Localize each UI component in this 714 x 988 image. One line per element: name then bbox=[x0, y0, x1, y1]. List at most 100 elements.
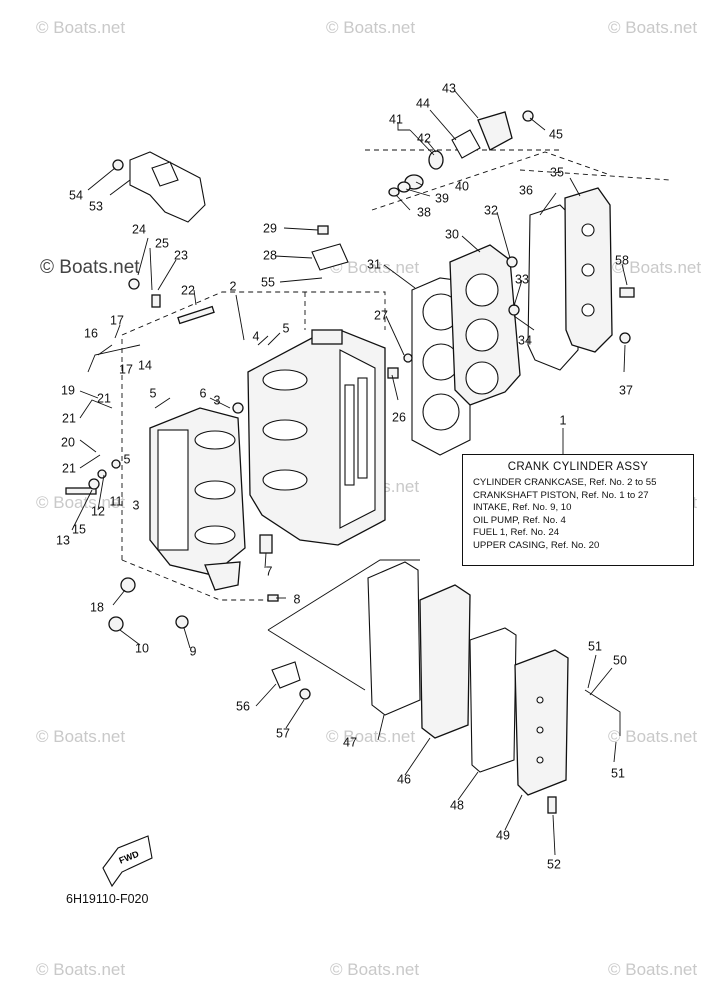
callout-37: 37 bbox=[619, 383, 633, 397]
callout-9: 9 bbox=[190, 644, 197, 658]
callout-33: 33 bbox=[515, 272, 529, 286]
callout-23: 23 bbox=[174, 248, 188, 262]
fasteners bbox=[65, 225, 557, 814]
part-24 bbox=[128, 278, 140, 290]
callout-45: 45 bbox=[549, 127, 563, 141]
part-12 bbox=[97, 469, 107, 479]
bolt-52 bbox=[547, 796, 557, 814]
callout-49: 49 bbox=[496, 828, 510, 842]
watermark: © Boats.net bbox=[36, 727, 125, 746]
bolt-57 bbox=[299, 688, 311, 700]
bearing-journal bbox=[262, 469, 308, 491]
watermark: © Boats.net bbox=[40, 257, 140, 278]
callout-27: 27 bbox=[374, 308, 388, 322]
cover-hole bbox=[581, 303, 595, 317]
callout-57: 57 bbox=[276, 726, 290, 740]
hose-16 bbox=[87, 344, 141, 373]
callout-5: 5 bbox=[150, 386, 157, 400]
leader-lines bbox=[71, 89, 628, 856]
callout-28: 28 bbox=[263, 248, 277, 262]
thermostat-cover-43 bbox=[477, 111, 513, 151]
assembly-legend-box: CRANK CYLINDER ASSY CYLINDER CRANKCASE, … bbox=[462, 454, 694, 566]
callout-8: 8 bbox=[294, 592, 301, 606]
cover-plate-assembly bbox=[112, 151, 206, 223]
assembly-row: INTAKE, Ref. No. 9, 10 bbox=[473, 502, 572, 514]
part-11 bbox=[111, 459, 121, 469]
bolt-13 bbox=[65, 487, 97, 495]
thermostat-42 bbox=[428, 150, 444, 170]
crank-journal bbox=[194, 525, 236, 545]
callout-24: 24 bbox=[132, 222, 146, 236]
callout-17: 17 bbox=[110, 313, 124, 327]
cover-plate bbox=[129, 151, 206, 223]
callout-3: 3 bbox=[214, 393, 221, 407]
exhaust-outer-cover-49 bbox=[514, 649, 569, 796]
callout-54: 54 bbox=[69, 188, 83, 202]
part-6 bbox=[232, 402, 244, 414]
callout-16: 16 bbox=[84, 326, 98, 340]
callout-20: 20 bbox=[61, 435, 75, 449]
callout-47: 47 bbox=[343, 735, 357, 749]
callout-18: 18 bbox=[90, 600, 104, 614]
callout-19: 19 bbox=[61, 383, 75, 397]
fwd-arrow-shape bbox=[102, 835, 153, 888]
bolt-37 bbox=[619, 332, 631, 344]
pin-22 bbox=[177, 305, 215, 325]
callout-38: 38 bbox=[417, 205, 431, 219]
callout-13: 13 bbox=[56, 533, 70, 547]
callout-6: 6 bbox=[200, 386, 207, 400]
callout-55: 55 bbox=[261, 275, 275, 289]
callout-26: 26 bbox=[392, 410, 406, 424]
callout-52: 52 bbox=[547, 857, 561, 871]
seal-38 bbox=[388, 187, 400, 197]
bracket-56 bbox=[271, 661, 301, 689]
callout-5: 5 bbox=[124, 452, 131, 466]
bolt-9 bbox=[175, 615, 189, 629]
callout-22: 22 bbox=[181, 283, 195, 297]
crank-journal bbox=[194, 480, 236, 500]
callout-51: 51 bbox=[588, 639, 602, 653]
cylinder-head-assembly bbox=[411, 187, 635, 456]
bracket-19 bbox=[79, 399, 113, 419]
washer-15 bbox=[88, 478, 100, 490]
callout-56: 56 bbox=[236, 699, 250, 713]
callout-42: 42 bbox=[417, 131, 431, 145]
callout-17: 17 bbox=[119, 362, 133, 376]
gasket-44 bbox=[451, 129, 481, 159]
hose-50 bbox=[584, 689, 621, 736]
watermark: © Boats.net bbox=[330, 960, 419, 979]
callout-32: 32 bbox=[484, 203, 498, 217]
bolt-10 bbox=[108, 616, 124, 632]
assembly-row: CYLINDER CRANKCASE, Ref. No. 2 to 55 bbox=[473, 477, 657, 488]
crankcase-flange bbox=[157, 429, 189, 551]
assembly-row: UPPER CASING, Ref. No. 20 bbox=[473, 539, 600, 551]
callout-2: 2 bbox=[230, 279, 237, 293]
callout-15: 15 bbox=[72, 522, 86, 536]
bolt-32 bbox=[506, 256, 518, 268]
callout-21: 21 bbox=[62, 461, 76, 475]
assembly-row: OIL PUMP, Ref. No. 4 bbox=[473, 514, 566, 526]
watermark: © Boats.net bbox=[326, 727, 415, 746]
head-chamber bbox=[465, 273, 499, 307]
callout-31: 31 bbox=[367, 257, 381, 271]
assembly-row: CRANKSHAFT PISTON, Ref. No. 1 to 27 bbox=[473, 489, 649, 501]
callout-51: 51 bbox=[611, 766, 625, 780]
figure-code: 6H19110-F020 bbox=[66, 892, 149, 906]
callout-7: 7 bbox=[266, 564, 273, 578]
watermark: © Boats.net bbox=[608, 727, 697, 746]
block-port bbox=[344, 384, 355, 486]
callout-12: 12 bbox=[91, 504, 105, 518]
callout-43: 43 bbox=[442, 81, 456, 95]
crankcase bbox=[149, 407, 246, 591]
thermostat-assembly bbox=[388, 110, 534, 197]
exhaust-inner-cover-46 bbox=[419, 584, 471, 739]
callout-21: 21 bbox=[62, 411, 76, 425]
watermark: © Boats.net bbox=[326, 18, 415, 37]
cover-bolt-hole bbox=[536, 696, 544, 704]
callout-41: 41 bbox=[389, 112, 403, 126]
callout-11: 11 bbox=[110, 494, 123, 508]
callout-14: 14 bbox=[138, 358, 152, 372]
bracket-28 bbox=[311, 243, 349, 271]
seal-18 bbox=[120, 577, 136, 593]
